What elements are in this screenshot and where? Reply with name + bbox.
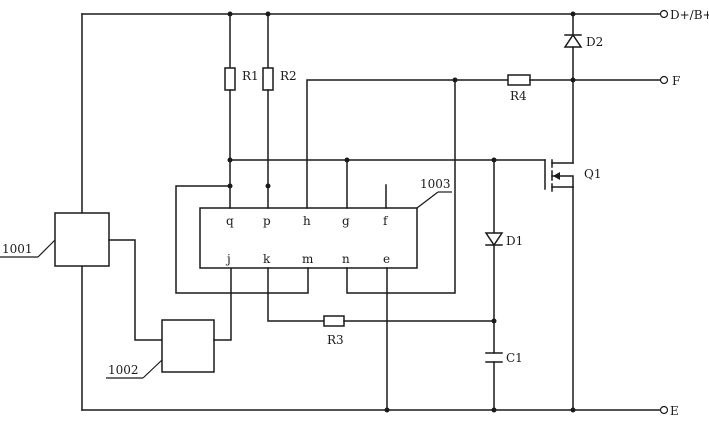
pin-e-label: e xyxy=(383,252,390,266)
diode-d1 xyxy=(484,232,504,247)
pin-q-label: q xyxy=(226,214,234,228)
terminal-e-label: E xyxy=(670,404,679,418)
junction-dots xyxy=(227,11,576,413)
pin-p-label: p xyxy=(263,214,271,228)
resistor-r1 xyxy=(224,67,236,91)
resistor-r2-label: R2 xyxy=(280,69,297,83)
block-1002-label: 1002 xyxy=(108,363,139,377)
resistor-r4-label: R4 xyxy=(510,89,527,103)
resistor-r3-label: R3 xyxy=(327,333,344,347)
block-1003-label: 1003 xyxy=(420,177,451,191)
terminal-dplus xyxy=(659,9,669,19)
terminal-f-label: F xyxy=(672,74,680,88)
diode-d2-label: D2 xyxy=(586,35,603,49)
block-1001-leader xyxy=(37,239,56,258)
resistor-r2 xyxy=(262,67,274,91)
block-1002 xyxy=(161,319,215,373)
pin-g-label: g xyxy=(342,214,350,228)
pin-k-to-r3-wire xyxy=(267,267,325,322)
terminal-e xyxy=(659,405,669,415)
loop-q-to-m-wire xyxy=(175,185,309,294)
pin-h-label: h xyxy=(303,214,311,228)
wire-1001-to-1002 xyxy=(108,239,163,341)
pin-n-label: n xyxy=(342,252,350,266)
mosfet-q1 xyxy=(544,159,574,192)
resistor-r4 xyxy=(507,74,531,86)
diode-d2 xyxy=(563,33,583,48)
block-1001 xyxy=(54,212,110,267)
block-1002-leader xyxy=(142,359,163,379)
diode-d1-label: D1 xyxy=(506,234,523,248)
block-1003-leader xyxy=(416,191,439,209)
terminal-f xyxy=(659,75,669,85)
mosfet-q1-label: Q1 xyxy=(584,167,601,181)
pin-f-label: f xyxy=(383,214,389,228)
pin-k-label: k xyxy=(263,252,271,266)
resistor-r3 xyxy=(323,315,345,327)
resistor-r1-label: R1 xyxy=(242,69,259,83)
wire-1002-to-pin-j xyxy=(213,267,232,341)
pin-j-label: j xyxy=(225,252,231,266)
terminal-dplus-label: D+/B+ xyxy=(670,8,709,22)
capacitor-c1-label: C1 xyxy=(506,351,523,365)
capacitor-c1 xyxy=(485,352,503,363)
pin-m-label: m xyxy=(302,252,314,266)
pin-h-to-f-wire xyxy=(306,79,509,209)
block-1001-label: 1001 xyxy=(2,242,33,256)
f-line-to-pin-n-wire xyxy=(346,79,456,294)
